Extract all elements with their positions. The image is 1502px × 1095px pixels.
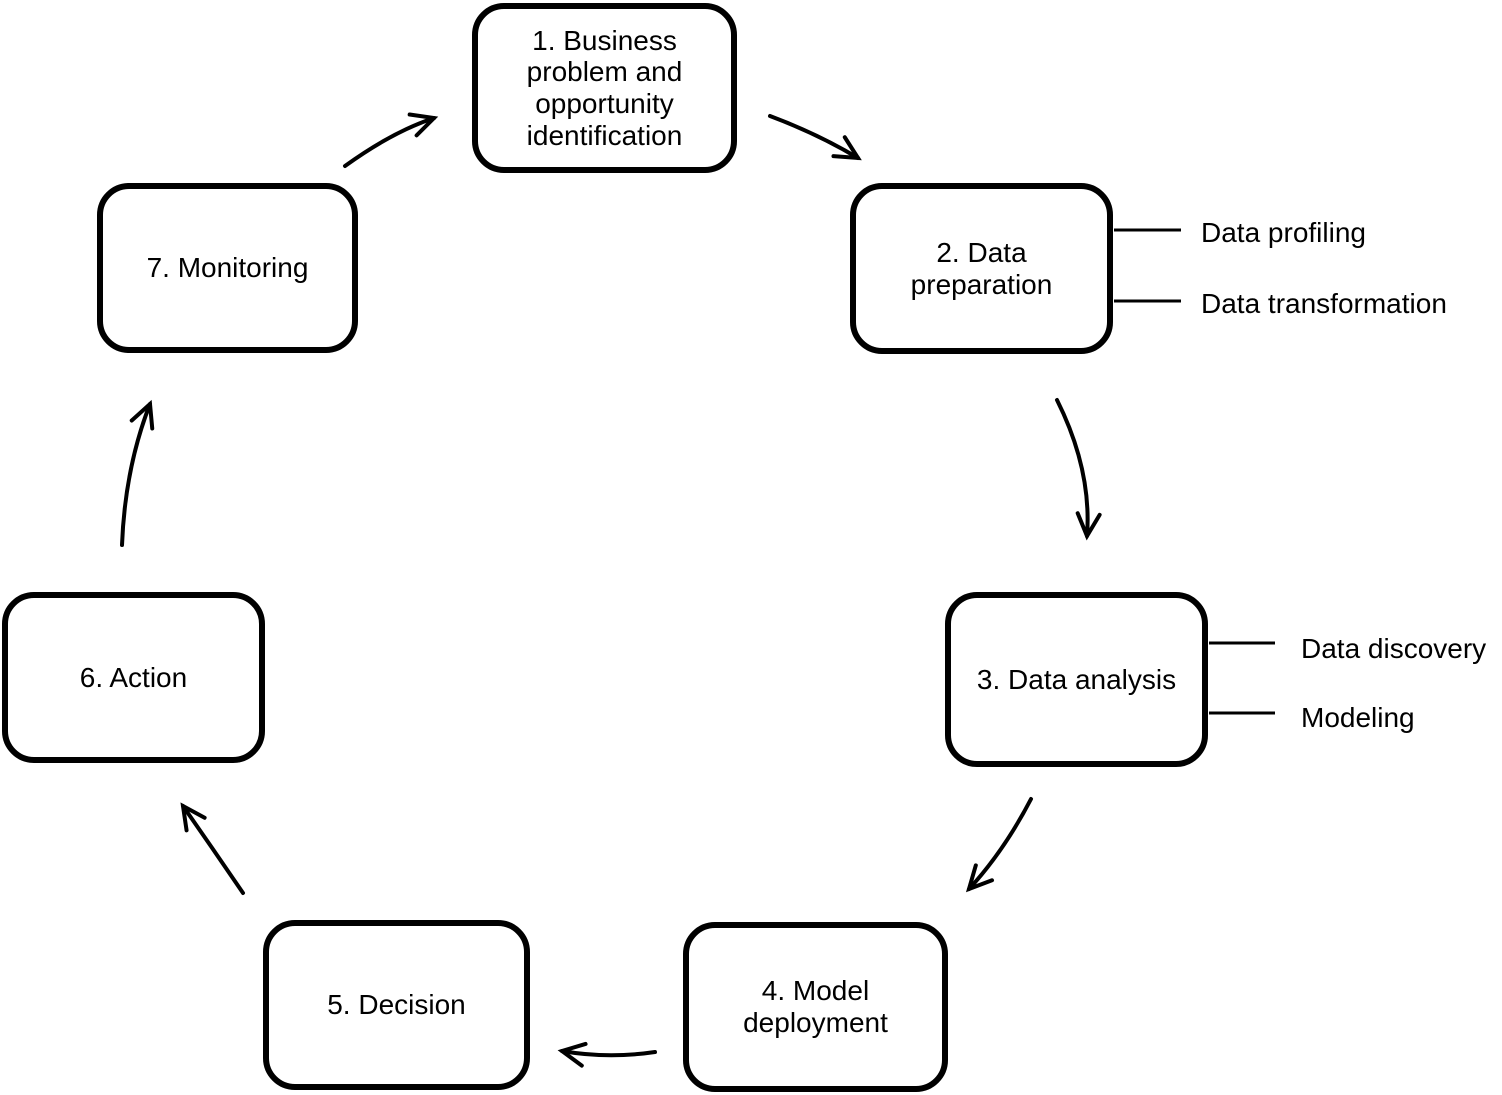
- node-data-analysis: 3. Data analysis: [945, 592, 1208, 767]
- node-label: 4. Model deployment: [743, 975, 888, 1038]
- node-label: 5. Decision: [327, 989, 466, 1021]
- arrow-monitoring-to-business-problem-icon: [343, 112, 439, 168]
- node-monitoring: 7. Monitoring: [97, 183, 358, 353]
- arrow-action-to-monitoring-icon: [120, 399, 155, 547]
- node-label: 1. Business problem and opportunity iden…: [526, 24, 683, 151]
- arrow-business-problem-to-data-preparation-icon: [768, 114, 862, 161]
- arrow-data-analysis-to-model-deployment-icon: [965, 797, 1033, 893]
- node-decision: 5. Decision: [263, 920, 530, 1090]
- arrow-model-deployment-to-decision-icon: [557, 1041, 657, 1068]
- node-label: 2. Data preparation: [910, 236, 1053, 300]
- node-label: 7. Monitoring: [146, 252, 309, 284]
- side-label-data-profiling: Data profiling: [1201, 217, 1366, 248]
- side-label-data-discovery: Data discovery: [1301, 633, 1487, 664]
- side-label-modeling: Modeling: [1301, 702, 1415, 733]
- arrow-decision-to-action-icon: [180, 802, 245, 895]
- arrow-data-preparation-to-data-analysis-icon: [1055, 398, 1102, 541]
- node-business-problem-and-opportunity-identification: 1. Business problem and opportunity iden…: [472, 3, 737, 173]
- side-label-data-transformation: Data transformation: [1201, 288, 1447, 319]
- node-label: 6. Action: [79, 661, 188, 693]
- node-data-preparation: 2. Data preparation: [850, 183, 1113, 354]
- node-model-deployment: 4. Model deployment: [683, 922, 948, 1092]
- node-action: 6. Action: [2, 592, 265, 763]
- node-label: 3. Data analysis: [976, 663, 1177, 695]
